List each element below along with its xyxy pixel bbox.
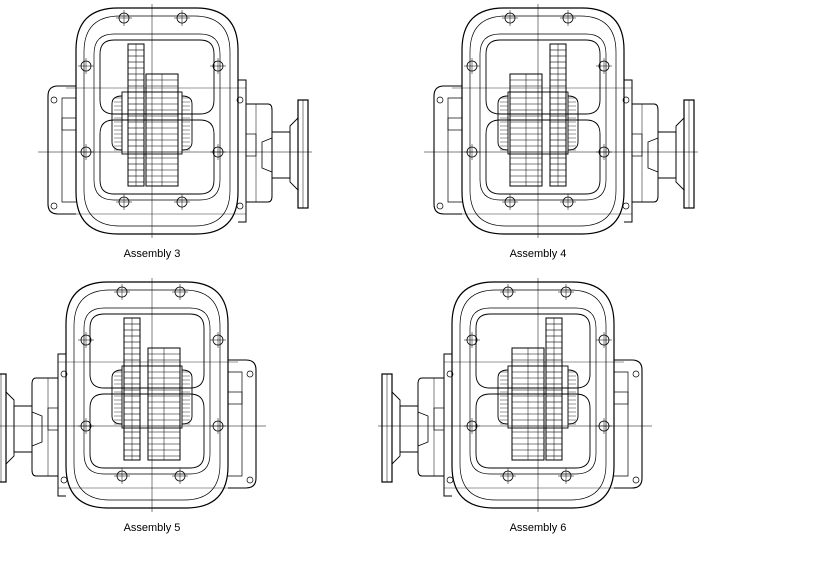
gearbox-drawing-6 [378,278,652,512]
gearbox-drawing-3 [38,4,312,238]
caption-assembly-5: Assembly 5 [124,522,181,534]
gearbox-drawing-5 [0,278,266,512]
caption-assembly-3: Assembly 3 [124,248,181,260]
caption-assembly-6: Assembly 6 [510,522,567,534]
gearbox-drawing-4 [424,4,698,238]
caption-assembly-4: Assembly 4 [510,248,567,260]
